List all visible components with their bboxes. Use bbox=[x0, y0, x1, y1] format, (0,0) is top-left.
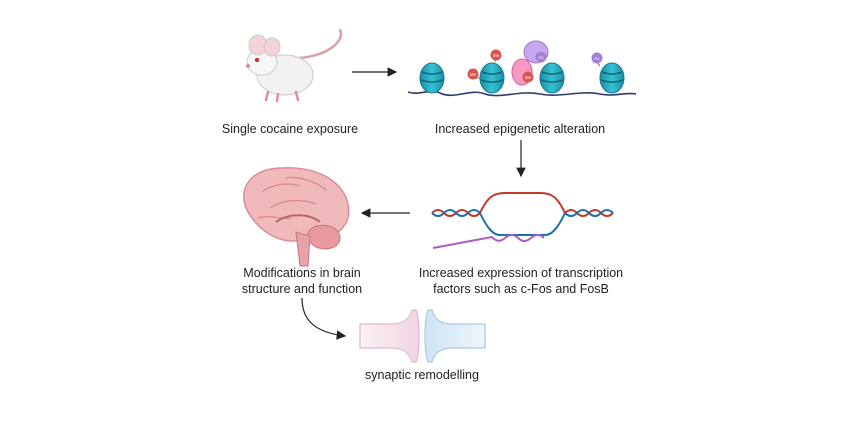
arrow-brain-to-synapse bbox=[301, 297, 347, 340]
nucleosome bbox=[599, 62, 625, 94]
svg-text:Me: Me bbox=[493, 53, 500, 58]
postsynaptic-terminal bbox=[424, 309, 486, 363]
acetyl-mark: Ac bbox=[535, 51, 547, 63]
svg-text:Me: Me bbox=[525, 75, 532, 80]
synapse-illustration bbox=[359, 309, 486, 363]
label-brain-modifications: Modifications in brain structure and fun… bbox=[241, 266, 363, 296]
methyl-mark: Me bbox=[522, 71, 534, 83]
rna-transcript bbox=[432, 234, 545, 249]
methyl-mark: Me bbox=[467, 68, 479, 80]
presynaptic-terminal bbox=[359, 309, 420, 363]
transcription-bubble-illustration bbox=[431, 192, 614, 249]
dna-strand-line bbox=[407, 90, 637, 97]
svg-text:Ac: Ac bbox=[538, 55, 544, 60]
nucleosome bbox=[479, 62, 505, 94]
chromatin-illustration: Me Me Me Ac Ac bbox=[407, 40, 637, 97]
methyl-mark: Me bbox=[490, 49, 502, 61]
svg-text:Me: Me bbox=[470, 72, 477, 77]
label-single-exposure: Single cocaine exposure bbox=[221, 122, 359, 136]
svg-text:Ac: Ac bbox=[594, 56, 600, 61]
label-synaptic-remodelling: synaptic remodelling bbox=[365, 368, 479, 382]
nucleosome bbox=[419, 62, 445, 94]
label-epigenetic-alteration: Increased epigenetic alteration bbox=[434, 122, 606, 136]
acetyl-mark: Ac bbox=[591, 52, 603, 64]
label-transcription-expression: Increased expression of transcription fa… bbox=[418, 266, 624, 296]
mouse-illustration bbox=[246, 28, 343, 103]
brain-illustration bbox=[243, 167, 350, 267]
nucleosome bbox=[539, 62, 565, 94]
